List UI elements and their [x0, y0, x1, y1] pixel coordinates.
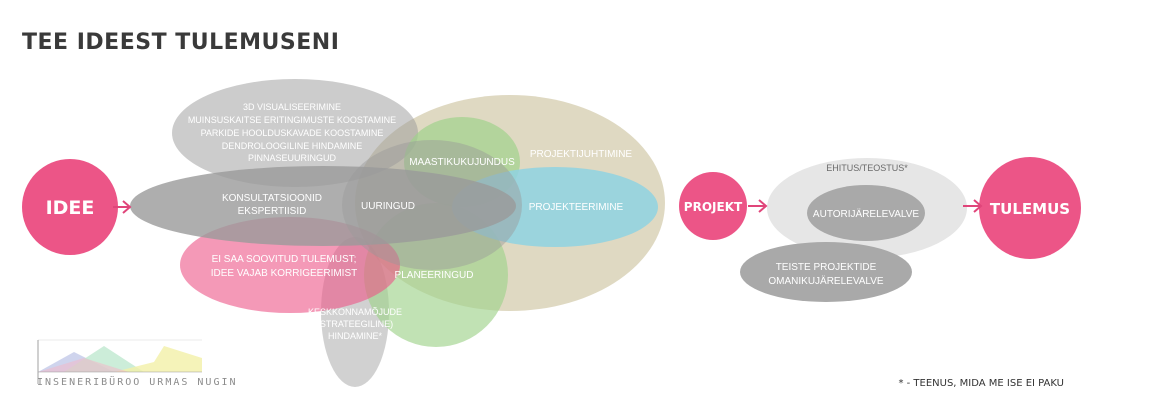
- kmh-label: KESKKONNAMÕJUDE: [308, 307, 402, 317]
- konsultatsioonid-ellipse: [130, 166, 516, 246]
- service-item: MUINSUSKAITSE ERITINGIMUSTE KOOSTAMINE: [188, 115, 396, 125]
- tulemus-label: TULEMUS: [990, 200, 1070, 218]
- tulemus-circle: [979, 157, 1081, 259]
- ei-saa-label: EI SAA SOOVITUD TULEMUST;: [212, 254, 357, 265]
- maastikukujundus-label: MAASTIKUKUJUNDUS: [409, 157, 515, 168]
- uuringud-label: UURINGUD: [361, 201, 415, 212]
- ekspertiisid-label: EKSPERTIISID: [238, 206, 307, 217]
- teiste-ellipse: [740, 242, 912, 302]
- idee-circle: [22, 159, 118, 255]
- company-logo: [37, 339, 202, 384]
- projekteerimine-label: PROJEKTEERIMINE: [529, 202, 624, 213]
- ei-saa-label: IDEE VAJAB KORRIGEERIMIST: [211, 268, 358, 279]
- konsultatsioonid-label: KONSULTATSIOONID: [222, 193, 322, 204]
- autorijarelevalve-ellipse: [807, 185, 925, 241]
- arrow-icon: [963, 199, 983, 213]
- projekt-circle: [679, 172, 747, 240]
- logo-text: INSENERIBÜROO URMAS NUGIN: [37, 377, 238, 388]
- ehitus-label: EHITUS/TEOSTUS*: [826, 163, 908, 173]
- projektijuhtimine-label: PROJEKTIJUHTIMINE: [530, 149, 633, 160]
- footnote: * - TEENUS, MIDA ME ISE EI PAKU: [898, 378, 1064, 389]
- idee-label: IDEE: [46, 197, 95, 219]
- service-item: PINNASEUURINGUD: [248, 153, 337, 163]
- projekteerimine-ellipse: [452, 167, 658, 247]
- teiste-label: OMANIKUJÄRELEVALVE: [768, 275, 884, 287]
- autorijarelevalve-label: AUTORIJÄRELEVALVE: [813, 208, 919, 220]
- arrow-icon: [113, 200, 132, 214]
- teiste-label: TEISTE PROJEKTIDE: [776, 262, 877, 273]
- services-top-ellipse: [172, 79, 418, 187]
- page-title: TEE IDEEST TULEMUSENI: [22, 30, 340, 55]
- projekt-label: PROJEKT: [684, 200, 743, 214]
- planeeringud-label: PLANEERINGUD: [395, 270, 474, 281]
- service-item: DENDROLOOGILINE HINDAMINE: [222, 141, 363, 151]
- kmh-label: HINDAMINE*: [328, 331, 383, 341]
- arrow-icon: [748, 199, 768, 213]
- service-item: 3D VISUALISEERIMINE: [243, 102, 341, 112]
- kmh-label: (STRATEEGILINE): [317, 319, 393, 329]
- service-item: PARKIDE HOOLDUSKAVADE KOOSTAMINE: [201, 128, 384, 138]
